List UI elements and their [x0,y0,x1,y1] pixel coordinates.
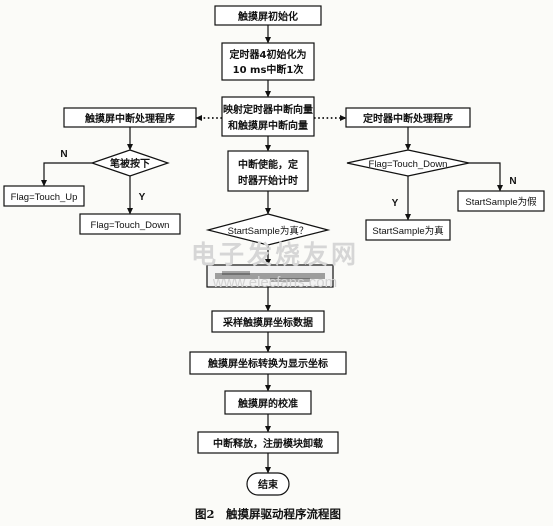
label-pen-no: N [60,149,67,160]
box-convert-coords [189,351,347,375]
label-map-vectors-2: 和触摸屏中断向量 [227,119,308,132]
label-touch-isr: 触摸屏中断处理程序 [84,112,175,125]
label-init: 触摸屏初始化 [237,10,298,23]
label-timer-init-2: 10 ms中断1次 [233,63,304,76]
label-sample-true: StartSample为真 [372,225,443,237]
watermark-url: www.elecfans.com [212,274,337,291]
label-enable-interrupt-1: 中断使能，定 [238,158,298,171]
watermark-text: 电子发烧友网 [191,240,359,269]
box-touch-isr [63,107,197,128]
box-sample-true [365,219,451,241]
box-flag-touch-down [79,213,181,235]
label-sample-coords: 采样触摸屏坐标数据 [222,316,313,329]
label-decision-start-sample: StartSample为真？ [228,225,309,237]
arrow-pen-no [41,162,92,187]
box-timer-isr [345,107,471,128]
label-timer-init-1: 定时器4初始化为 [230,48,307,61]
box-sample-false [457,190,545,212]
label-end: 结束 [258,478,279,491]
label-pen-down: 笔被按下 [110,157,150,170]
box-calibrate [224,390,312,415]
label-release: 中断释放，注册模块卸载 [213,437,323,450]
decision-start-sample [205,213,331,246]
label-flag-no: N [509,176,516,187]
label-sample-false: StartSample为假 [465,196,537,208]
figure-caption: 图2 触摸屏驱动程序流程图 [195,507,341,521]
label-convert-coords: 触摸屏坐标转换为显示坐标 [207,357,328,370]
label-calibrate: 触摸屏的校准 [237,397,298,410]
arrow-flag-no [469,162,503,192]
label-pen-yes: Y [139,192,146,203]
box-flag-touch-up [3,185,85,207]
box-sample-coords [211,310,325,333]
box-enable-interrupt [227,150,309,192]
obscured-text [215,271,325,282]
box-init [214,5,322,26]
decision-pen-down [90,149,170,177]
decision-flag-touch-down [346,149,470,177]
label-flag-decision: Flag=Touch_Down [369,159,448,170]
label-enable-interrupt-2: 时器开始计时 [238,174,298,187]
terminal-end [246,472,290,496]
label-flag-yes: Y [392,198,399,209]
label-map-vectors-1: 映射定时器中断向量 [223,103,313,116]
label-flag-touch-up: Flag=Touch_Up [11,192,78,203]
box-timer-init [221,42,315,81]
label-flag-touch-down: Flag=Touch_Down [91,220,170,231]
box-map-vectors [221,96,315,137]
box-release [197,431,339,454]
label-timer-isr: 定时器中断处理程序 [363,112,453,125]
